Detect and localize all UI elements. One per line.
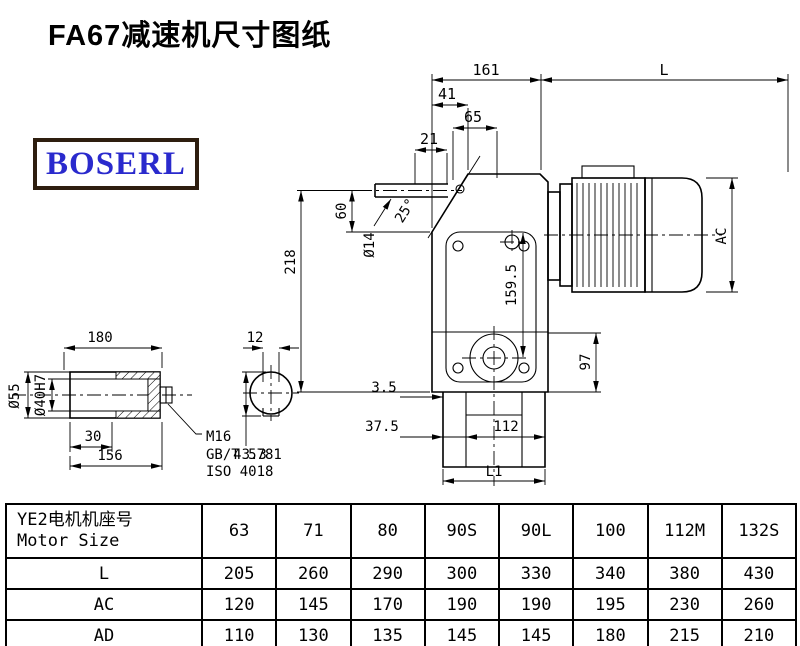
table-cell: 145 xyxy=(275,588,352,621)
shaft-detail: M16 GB/T 5781 ISO 4018 xyxy=(12,371,282,480)
bolt-thread-label: M16 xyxy=(206,429,231,445)
dim-97: 97 xyxy=(578,354,594,371)
table-cell: 215 xyxy=(646,619,723,646)
boserl-logo-text: BOSERL xyxy=(46,145,186,182)
col-header-100: 100 xyxy=(572,503,649,559)
row-label-AC: AC xyxy=(5,588,203,621)
col-header-90l: 90L xyxy=(497,503,575,559)
dimension-lines-shaft: 180 Ø55 Ø40H7 30 156 xyxy=(7,330,163,470)
boserl-logo: BOSERL xyxy=(33,138,199,190)
table-cell: 300 xyxy=(423,557,501,590)
table-cell: 230 xyxy=(646,588,723,621)
dimension-lines-main: 161 L 41 65 21 60 Ø14 xyxy=(283,61,789,485)
row-label-L: L xyxy=(5,557,203,590)
table-cell: 190 xyxy=(497,588,575,621)
table-row-L: L 205 260 290 300 330 340 380 430 xyxy=(5,557,798,590)
dim-L: L xyxy=(659,61,668,79)
dim-21: 21 xyxy=(420,130,438,148)
dim-12: 12 xyxy=(247,330,264,346)
dim-AC: AC xyxy=(714,228,730,245)
table-cell: 145 xyxy=(497,619,575,646)
bolt-standard-iso: ISO 4018 xyxy=(206,464,273,480)
dim-L1: L1 xyxy=(486,464,503,480)
table-cell: 195 xyxy=(572,588,649,621)
dimension-lines-keyway: 12 43.3 xyxy=(233,330,299,463)
dim-218: 218 xyxy=(283,249,299,274)
dimension-drawing: 161 L 41 65 21 60 Ø14 xyxy=(7,61,789,486)
table-cell: 205 xyxy=(200,557,278,590)
dim-dia14: Ø14 xyxy=(362,232,378,257)
table-cell: 260 xyxy=(275,557,352,590)
dim-43-3: 43.3 xyxy=(233,447,267,463)
dim-dia55: Ø55 xyxy=(7,383,23,408)
dim-161: 161 xyxy=(472,61,499,79)
dim-180: 180 xyxy=(87,330,112,346)
col-header-132s: 132S xyxy=(720,503,798,559)
table-cell: 110 xyxy=(200,619,278,646)
dim-30: 30 xyxy=(85,429,102,445)
dim-37-5: 37.5 xyxy=(365,419,399,435)
table-header-label-cn: YE2电机机座号 xyxy=(17,509,133,530)
table-cell: 290 xyxy=(349,557,426,590)
table-cell: 210 xyxy=(720,619,798,646)
col-header-112m: 112M xyxy=(646,503,723,559)
input-shaft xyxy=(358,183,462,198)
keyway-section-detail xyxy=(243,365,299,421)
motor-size-table: YE2电机机座号 Motor Size 63 71 80 90S 90L 100… xyxy=(5,503,798,646)
table-cell: 260 xyxy=(720,588,798,621)
table-cell: 135 xyxy=(349,619,426,646)
table-cell: 170 xyxy=(349,588,426,621)
motor-outline xyxy=(544,165,722,293)
col-header-80: 80 xyxy=(349,503,426,559)
table-row-AC: AC 120 145 170 190 190 195 230 260 xyxy=(5,588,798,621)
table-header-label: YE2电机机座号 Motor Size xyxy=(5,503,203,559)
table-header-row: YE2电机机座号 Motor Size 63 71 80 90S 90L 100… xyxy=(5,503,798,559)
table-cell: 330 xyxy=(497,557,575,590)
table-cell: 180 xyxy=(572,619,649,646)
dim-60: 60 xyxy=(334,203,350,220)
table-cell: 380 xyxy=(646,557,723,590)
table-cell: 430 xyxy=(720,557,798,590)
table-cell: 145 xyxy=(423,619,501,646)
row-label-AD: AD xyxy=(5,619,203,646)
dim-159-5: 159.5 xyxy=(504,264,520,306)
table-row-AD: AD 110 130 135 145 145 180 215 210 xyxy=(5,619,798,646)
gearbox-housing-outline xyxy=(431,173,549,486)
page-title: FA67减速机尺寸图纸 xyxy=(48,20,332,52)
col-header-71: 71 xyxy=(275,503,352,559)
dim-3-5: 3.5 xyxy=(371,380,396,396)
table-cell: 340 xyxy=(572,557,649,590)
table-cell: 120 xyxy=(200,588,278,621)
dim-dia40h7: Ø40H7 xyxy=(33,374,49,416)
dim-angle-25: 25° xyxy=(392,196,419,226)
table-cell: 130 xyxy=(275,619,352,646)
bolt-standard-gb: GB/T 5781 xyxy=(206,447,282,463)
col-header-63: 63 xyxy=(200,503,278,559)
dim-156: 156 xyxy=(97,448,122,464)
dim-41: 41 xyxy=(438,85,456,103)
table-cell: 190 xyxy=(423,588,501,621)
dim-65: 65 xyxy=(464,108,482,126)
col-header-90s: 90S xyxy=(423,503,501,559)
dim-112: 112 xyxy=(493,419,518,435)
table-header-label-en: Motor Size xyxy=(17,531,120,551)
